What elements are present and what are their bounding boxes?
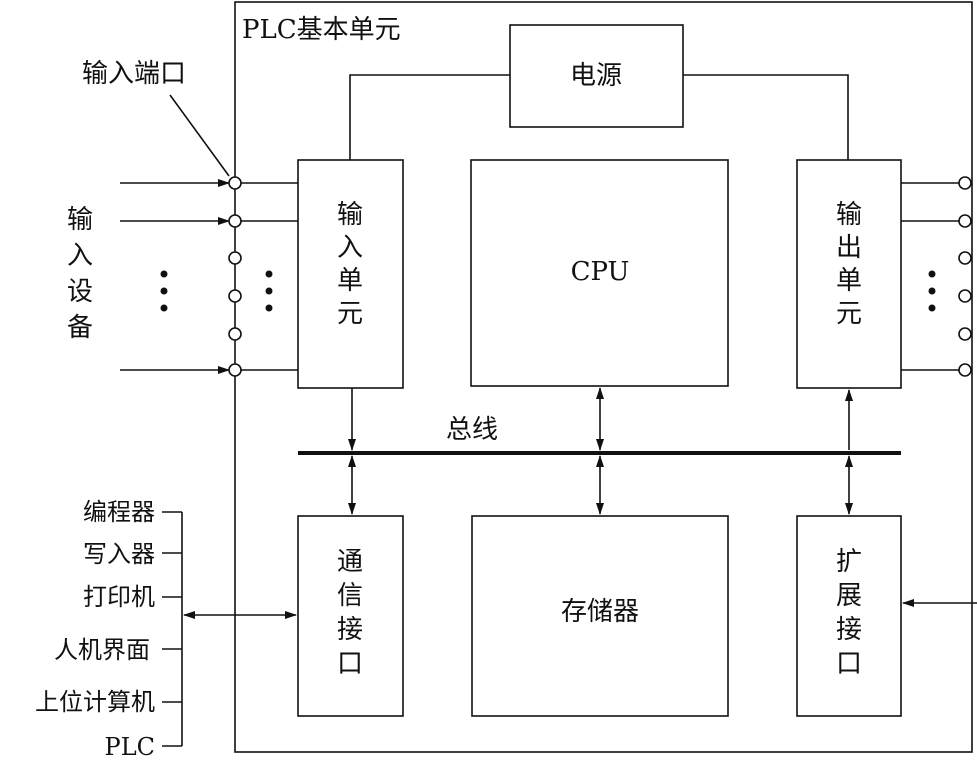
- peripheral-item: PLC: [105, 733, 155, 760]
- power-line-to-input-unit: [349, 74, 510, 160]
- output-unit-char: 出: [836, 233, 862, 263]
- output-unit-block: [796, 159, 902, 389]
- peripheral-item: 编程器: [83, 498, 155, 526]
- plc-basic-unit-title: PLC基本单元: [242, 15, 401, 45]
- cpu-label: CPU: [571, 257, 630, 287]
- input-unit-char: 输: [337, 200, 363, 230]
- comm-interface-char: 口: [337, 649, 363, 679]
- peripheral-item: 人机界面: [54, 636, 150, 664]
- comm-interface-char: 接: [337, 615, 363, 645]
- cpu-block: [470, 159, 729, 387]
- peripheral-item: 写入器: [83, 540, 155, 568]
- input-unit-char: 元: [337, 299, 363, 329]
- output-port-terminal: [958, 289, 972, 303]
- input-unit-char: 入: [337, 233, 363, 263]
- input-port-terminal: [228, 176, 242, 190]
- peripheral-item: 上位计算机: [35, 688, 155, 716]
- memory-label: 存储器: [561, 597, 639, 627]
- input-devices-char: 备: [67, 313, 93, 343]
- comm-interface-label: 通 信 接 口: [337, 547, 363, 679]
- output-port-terminals: [958, 176, 972, 377]
- expansion-interface-char: 展: [836, 581, 862, 611]
- expansion-interface-label: 扩 展 接 口: [836, 547, 862, 679]
- input-port-terminal: [228, 251, 242, 265]
- expansion-interface-char: 口: [836, 649, 862, 679]
- input-unit-label: 输 入 单 元: [337, 200, 363, 329]
- bus-label: 总线: [446, 415, 498, 445]
- input-unit-char: 单: [337, 266, 363, 296]
- input-devices-char: 入: [67, 241, 93, 271]
- input-devices-char: 输: [67, 205, 93, 235]
- output-unit-char: 单: [836, 266, 862, 296]
- peripheral-item: 打印机: [83, 583, 155, 611]
- input-port-terminal: [228, 214, 242, 228]
- output-wires-ellipsis: [928, 270, 936, 312]
- input-devices-label: 输 入 设 备: [67, 205, 93, 343]
- power-supply-block: [509, 24, 684, 128]
- peripherals-bracket: [162, 511, 183, 747]
- power-line-to-output-unit: [683, 74, 849, 160]
- output-unit-label: 输 出 单 元: [836, 200, 862, 329]
- output-port-terminal: [958, 327, 972, 341]
- output-port-terminal: [958, 214, 972, 228]
- output-port-terminal: [958, 363, 972, 377]
- input-unit-block: [297, 159, 404, 389]
- input-devices-ellipsis: [160, 270, 168, 312]
- expansion-interface-char: 接: [836, 615, 862, 645]
- input-port-terminal: [228, 289, 242, 303]
- expansion-interface-block: [796, 515, 902, 717]
- input-port-label: 输入端口: [82, 59, 186, 89]
- input-port-terminal: [228, 327, 242, 341]
- output-port-terminal: [958, 251, 972, 265]
- peripherals-list: 编程器 写入器 打印机 人机界面 上位计算机 PLC: [35, 498, 155, 760]
- output-unit-char: 元: [836, 299, 862, 329]
- output-unit-char: 输: [836, 200, 862, 230]
- comm-interface-char: 信: [337, 581, 363, 611]
- memory-block: [471, 515, 729, 717]
- comm-interface-char: 通: [337, 547, 363, 577]
- expansion-interface-char: 扩: [836, 547, 862, 577]
- input-devices-char: 设: [67, 277, 93, 307]
- output-port-terminal: [958, 176, 972, 190]
- input-port-terminals: [228, 176, 242, 377]
- comm-interface-block: [297, 515, 404, 717]
- input-port-leader-line: [169, 94, 230, 177]
- power-supply-label: 电源: [570, 61, 622, 91]
- input-port-terminal: [228, 363, 242, 377]
- input-wires-ellipsis: [265, 270, 273, 312]
